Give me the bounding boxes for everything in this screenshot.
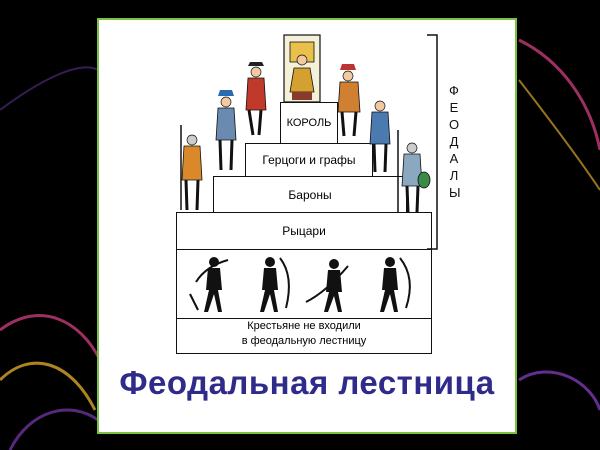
- tier-barons: Бароны: [213, 176, 407, 213]
- knight-figure-right: [397, 130, 431, 213]
- duke-figure-right: [337, 64, 361, 137]
- king-figure: [283, 34, 321, 103]
- tier-king-label: КОРОЛЬ: [286, 117, 332, 129]
- baron-figure-right: [369, 100, 391, 173]
- peasants-caption-line1: Крестьяне не входили: [247, 320, 361, 332]
- tier-barons-label: Бароны: [288, 187, 332, 202]
- slide-title: Феодальная лестница: [119, 364, 495, 401]
- peasants-divider: [176, 318, 432, 319]
- tier-knights-label: Рыцари: [282, 224, 326, 238]
- nobility-figures: [180, 34, 431, 213]
- group-label-text: ФЕОДАЛЫ: [449, 83, 461, 200]
- knight-figure-left: [180, 125, 203, 211]
- peasant-figure-4: [380, 257, 411, 312]
- tier-king: КОРОЛЬ: [280, 102, 338, 144]
- tier-knights: Рыцари: [176, 212, 432, 250]
- tier-dukes-label: Герцоги и графы: [262, 153, 356, 167]
- peasants-caption-line2: в феодальную лестницу: [241, 335, 367, 347]
- group-bracket: [427, 34, 438, 250]
- duke-figure-left: [245, 62, 267, 136]
- peasant-figure-2: [260, 257, 290, 312]
- peasant-figure-3: [305, 259, 349, 312]
- tier-dukes: Герцоги и графы: [245, 143, 373, 177]
- group-label-vertical: ФЕОДАЛЫ: [445, 82, 463, 201]
- peasants-caption: Крестьяне не входили в феодальную лестни…: [177, 319, 431, 349]
- peasant-figures: [189, 257, 411, 312]
- peasant-figure-1: [189, 257, 229, 312]
- baron-figure-left: [215, 90, 237, 171]
